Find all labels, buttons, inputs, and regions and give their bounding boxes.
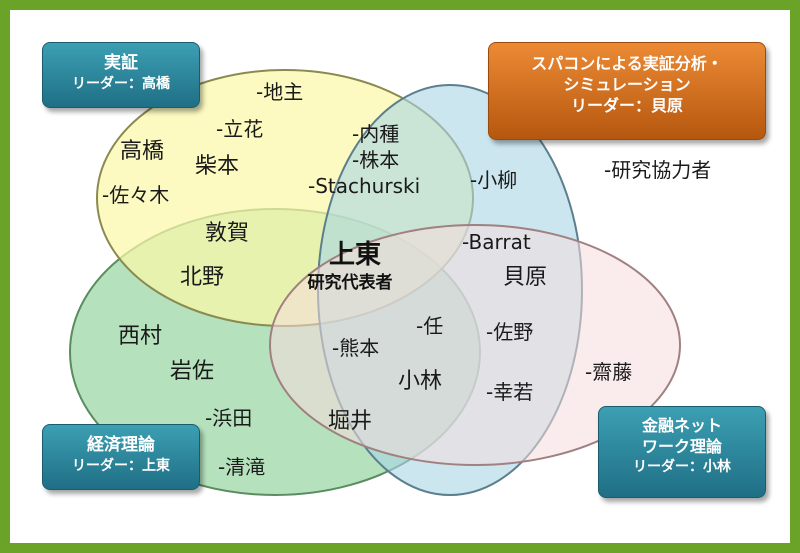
member-nishimura: 西村: [118, 324, 163, 349]
member-stachurski: -Stachurski: [308, 174, 421, 198]
supercomputer-title-line2: シミュレーション: [563, 75, 691, 94]
member-sano: -佐野: [486, 320, 534, 344]
member-koyanagi: -小柳: [470, 168, 518, 192]
member-sasaki: -佐々木: [102, 183, 170, 207]
network-title-line1: 金融ネット: [641, 416, 722, 435]
empirical-title: 実証: [104, 53, 138, 73]
member-tachibana: -立花: [216, 117, 264, 141]
member-iwasa: 岩佐: [170, 359, 215, 384]
member-saito: -齋藤: [585, 360, 633, 384]
empirical-label: 実証 リーダー：高橋: [42, 42, 200, 108]
supercomputer-label: スパコンによる実証分析・ シミュレーション リーダー：貝原: [488, 42, 766, 140]
network-ellipse: [269, 224, 681, 466]
network-label: 金融ネット ワーク理論 リーダー：小林: [598, 406, 766, 498]
member-kobayashi: 小林: [398, 369, 443, 394]
member-tsuruga: 敦賀: [205, 221, 250, 246]
supercomputer-title-line1: スパコンによる実証分析・: [531, 54, 723, 73]
member-nin: -任: [416, 314, 444, 338]
member-horii: 堀井: [328, 409, 373, 434]
economic-label: 経済理論 リーダー：上東: [42, 424, 200, 490]
economic-title: 経済理論: [87, 435, 155, 455]
member-kumamoto: -熊本: [332, 336, 380, 360]
economic-leader: リーダー：上東: [72, 458, 170, 474]
member-kaibara: 貝原: [503, 265, 548, 290]
research-collaborators-note: -研究協力者: [604, 158, 712, 182]
member-shibamoto: 柴本: [195, 154, 240, 179]
member-uchitane: -内種: [352, 122, 400, 146]
member-kabumoto: -株本: [352, 148, 400, 172]
principal-investigator-role: 研究代表者: [307, 273, 393, 293]
empirical-leader: リーダー：高橋: [72, 76, 170, 92]
member-barrat: -Barrat: [462, 230, 531, 254]
member-shimizutaki: -清滝: [218, 455, 266, 479]
member-hamada: -浜田: [205, 406, 253, 430]
member-kowaka: -幸若: [486, 380, 534, 404]
principal-investigator-name: 上東: [328, 240, 381, 270]
member-takahashi: 高橋: [120, 139, 165, 164]
supercomputer-leader: リーダー：貝原: [570, 96, 683, 115]
member-jinushi: -地主: [256, 80, 304, 104]
network-title-line2: ワーク理論: [641, 437, 722, 456]
network-leader: リーダー：小林: [633, 459, 731, 475]
member-kitano: 北野: [180, 265, 225, 290]
